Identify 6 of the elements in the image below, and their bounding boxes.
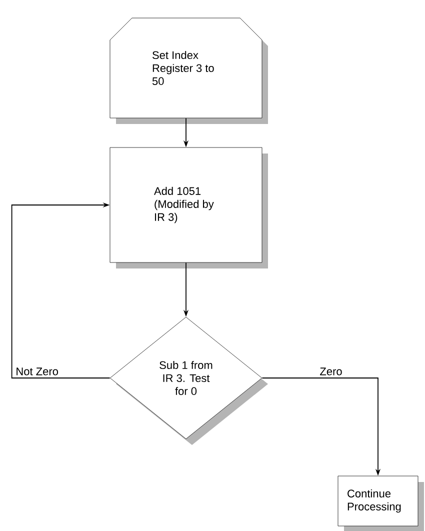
process-box: Continue Processing [338, 476, 424, 531]
edge-label: Not Zero [16, 368, 58, 376]
edge-label: Zero [320, 368, 342, 376]
process-box: Add 1051 (Modified by IR 3) [110, 147, 268, 268]
start-hexagon: Set Index Register 3 to 50 [110, 18, 268, 124]
arrow [11, 202, 110, 378]
